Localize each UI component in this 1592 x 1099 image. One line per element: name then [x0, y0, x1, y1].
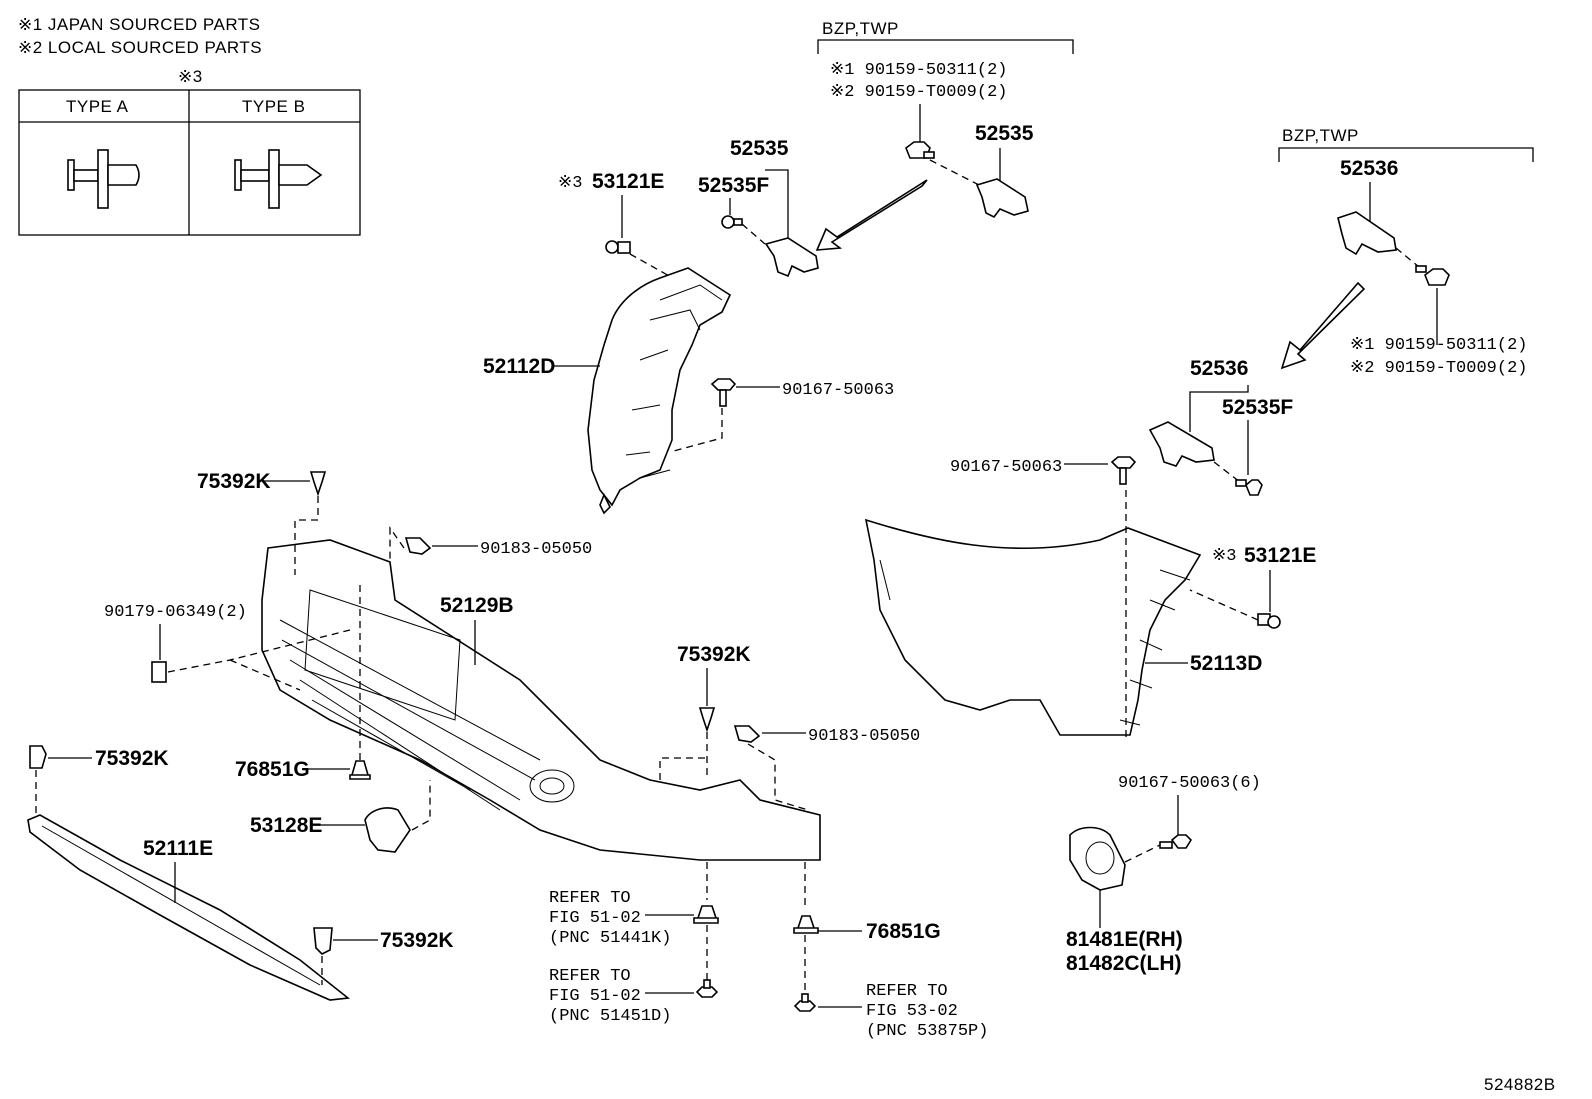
part-52535f-label-right: 52535F — [1222, 396, 1293, 419]
ref1-line1: REFER TO — [549, 889, 631, 908]
diagram-id: 524882B — [1484, 1075, 1556, 1094]
part-52111e-label: 52111E — [143, 837, 213, 860]
bolt-90167-label-right: 90167-50063 — [950, 458, 1062, 477]
ref3-line1: REFER TO — [866, 982, 948, 1001]
type-b-label: TYPE B — [242, 97, 305, 116]
part-52535f-label-left: 52535F — [698, 174, 769, 197]
nut-76851g-upper — [349, 760, 371, 780]
bolt-90159-t0009-label-left: ※2 90159-T0009(2) — [830, 83, 1007, 102]
ref1-line3: (PNC 51441K) — [549, 929, 671, 948]
ref2-line3: (PNC 51451D) — [549, 1007, 671, 1026]
clip-type-table: TYPE A TYPE B — [18, 89, 361, 236]
bolt-90159-50311-label-right: ※1 90159-50311(2) — [1350, 336, 1527, 355]
cover-53128e — [364, 807, 411, 853]
clip-75392k-center — [698, 707, 716, 733]
part-81482c-label: 81482C(LH) — [1066, 952, 1182, 975]
nut-90183-lower — [733, 725, 761, 743]
part-76851g-label-upper: 76851G — [235, 758, 310, 781]
clip-type-a-icon — [67, 149, 140, 209]
bolt-90167-6 — [1159, 834, 1193, 849]
part-52535-label-right: 52535 — [975, 122, 1034, 145]
nut-90183-label-lower: 90183-05050 — [808, 727, 920, 746]
bolt-90167-6-label: 90167-50063(6) — [1118, 774, 1261, 793]
bolt-52535f-right — [1235, 479, 1263, 496]
part-81481e-label: 81481E(RH) — [1066, 928, 1183, 951]
bolt-top-left — [905, 141, 935, 159]
clip-75392k-left — [29, 745, 47, 769]
part-53121e-label-left: 53121E — [592, 170, 664, 193]
part-52535-label-left: 52535 — [730, 137, 789, 160]
fog-lamp-cover — [1069, 826, 1126, 891]
type-a-label: TYPE A — [66, 97, 129, 116]
part-52112d-label: 52112D — [483, 355, 555, 378]
variant-bracket-right — [1278, 147, 1534, 162]
clip-53121e-left — [605, 240, 631, 254]
part-75392k-label-center: 75392K — [677, 643, 751, 666]
fender-liner-ext-52112d — [587, 267, 732, 507]
bumper-cover-52129b — [261, 539, 821, 861]
part-75392k-label-left: 75392K — [95, 747, 169, 770]
clip-type-b-icon — [234, 149, 323, 209]
bracket-52536-lower — [1148, 421, 1215, 467]
part-75392k-label-bottom: 75392K — [380, 929, 454, 952]
clip-90179-label: 90179-06349(2) — [104, 603, 247, 622]
nut-90183-upper — [404, 537, 432, 555]
ref2-line1: REFER TO — [549, 967, 631, 986]
part-52536-label-upper: 52536 — [1340, 157, 1398, 180]
part-53121e-label-right: 53121E — [1244, 544, 1316, 567]
bolt-90159-50311-label-left: ※1 90159-50311(2) — [830, 61, 1007, 80]
variant-bracket-left — [817, 39, 1074, 54]
clip-53121e-right — [1257, 613, 1281, 629]
direction-arrow-upper — [815, 179, 928, 251]
bolt-90167-right — [1110, 456, 1137, 485]
clip-51441k — [693, 905, 719, 924]
bolt-52535f-left — [721, 215, 743, 229]
ref3-line2: FIG 53-02 — [866, 1002, 958, 1021]
note-japan-sourced: ※1 JAPAN SOURCED PARTS — [18, 15, 261, 34]
part-52129b-label: 52129B — [440, 594, 514, 617]
part-75392k-label-top: 75392K — [197, 470, 271, 493]
bolt-90159-t0009-label-right: ※2 90159-T0009(2) — [1350, 359, 1527, 378]
part-52536-label-lower: 52536 — [1190, 357, 1248, 380]
nut-90183-label-upper: 90183-05050 — [480, 540, 592, 559]
bolt-top-right — [1415, 265, 1450, 286]
bolt-90167-label-left: 90167-50063 — [782, 381, 894, 400]
fender-liner-ext-52113d — [864, 518, 1202, 736]
bolt-51451d — [695, 986, 719, 998]
variant-label-left: BZP,TWP — [822, 19, 899, 38]
clip-90179 — [151, 661, 167, 683]
note-local-sourced: ※2 LOCAL SOURCED PARTS — [18, 38, 262, 57]
mark3-label-left: ※3 — [558, 174, 582, 193]
variant-label-right: BZP,TWP — [1282, 126, 1359, 145]
mark3-label-right: ※3 — [1212, 547, 1236, 566]
part-53128e-label: 53128E — [250, 814, 322, 837]
part-52113d-label: 52113D — [1190, 652, 1262, 675]
bolt-90167-left — [710, 378, 737, 407]
ref1-line2: FIG 51-02 — [549, 909, 641, 928]
direction-arrow-lower — [1280, 281, 1366, 370]
bracket-52536-upper — [1337, 211, 1397, 256]
part-76851g-label-lower: 76851G — [866, 920, 941, 943]
clip-75392k-bottom — [313, 927, 333, 955]
bracket-52535-upper — [975, 178, 1029, 219]
ref2-line2: FIG 51-02 — [549, 987, 641, 1006]
bracket-52535-lower — [764, 237, 819, 278]
lower-spoiler-52111e — [27, 814, 351, 1001]
bolt-53875p — [793, 1000, 817, 1012]
note-clip-type-mark: ※3 — [178, 67, 203, 86]
nut-76851g-lower — [793, 915, 819, 934]
clip-75392k-top — [309, 471, 327, 497]
ref3-line3: (PNC 53875P) — [866, 1022, 988, 1041]
